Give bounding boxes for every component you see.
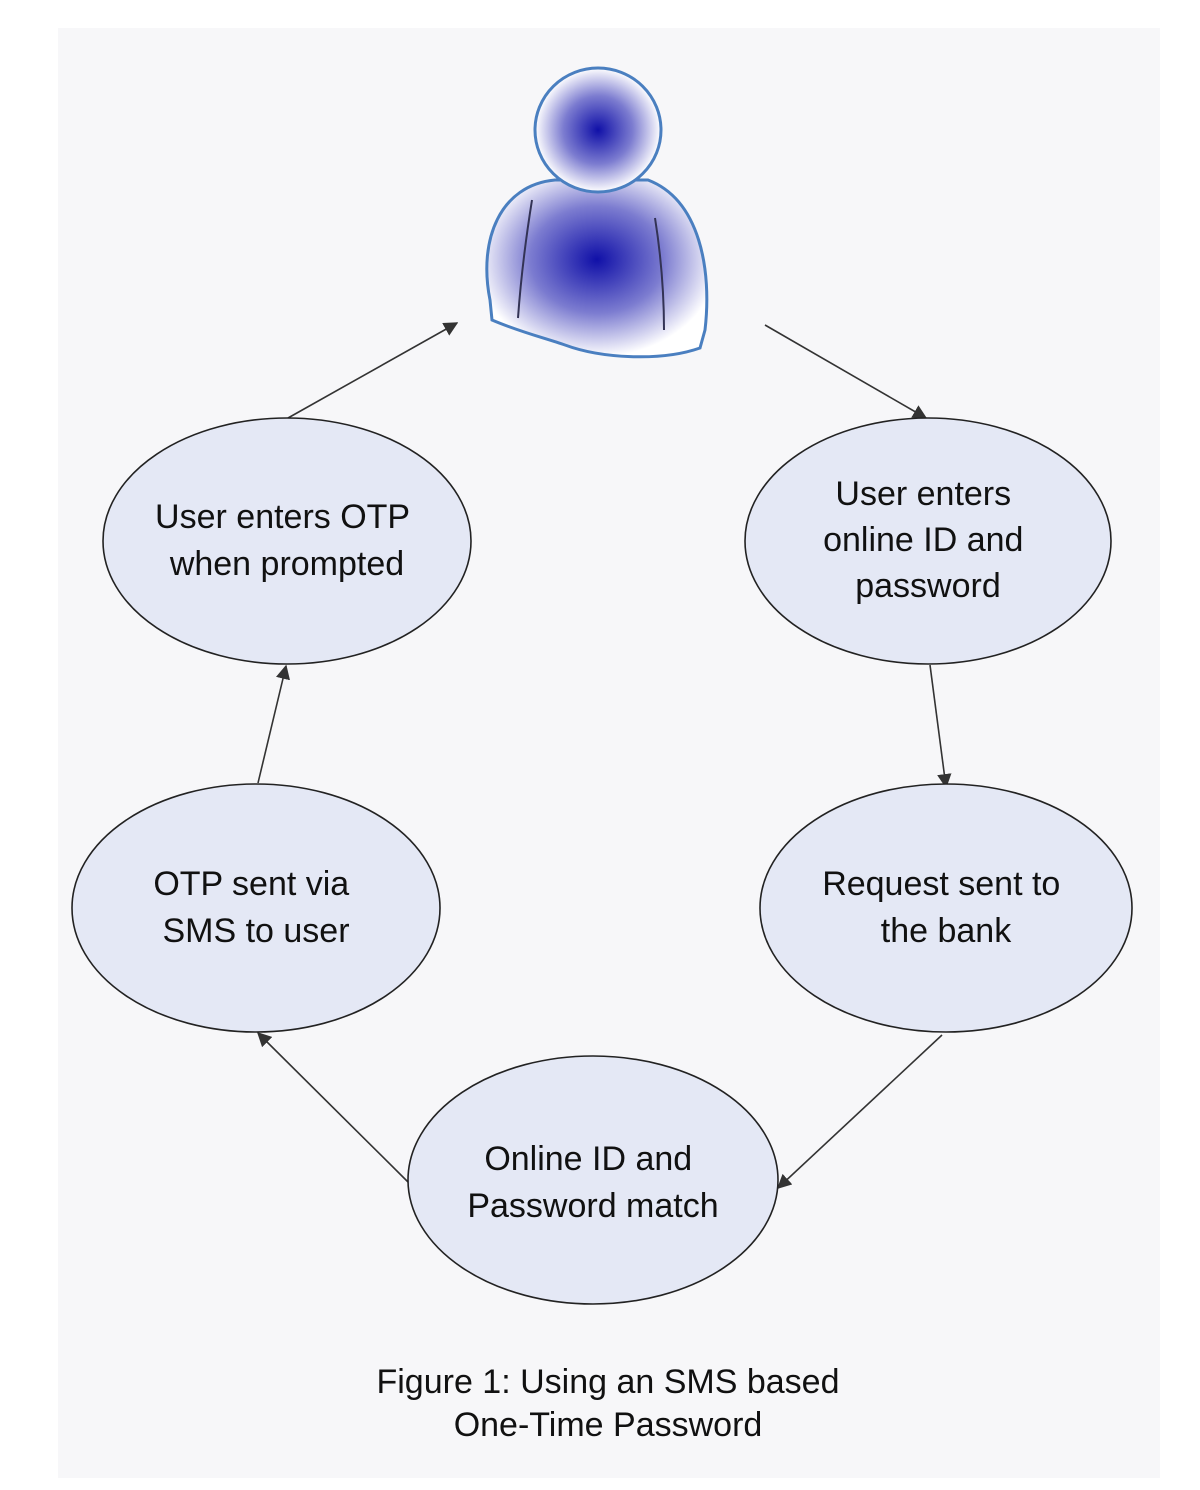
arrow-user-to-login <box>764 324 928 419</box>
node-enter-otp-line-1: User enters OTP <box>155 498 409 536</box>
node-enter-otp: User enters OTP when prompted <box>102 417 472 665</box>
node-otp-sms: OTP sent via SMS to user <box>71 783 441 1033</box>
caption-line-1: Figure 1: Using an SMS based <box>376 1363 839 1401</box>
arrow-match-to-otp-sms <box>256 1031 409 1183</box>
node-request-bank: Request sent to the bank <box>759 783 1133 1033</box>
node-id-match-line-1: Online ID and <box>484 1140 692 1178</box>
user-body <box>485 178 709 359</box>
node-user-login-shape <box>744 417 1112 665</box>
node-user-login-line-2: online ID and <box>823 521 1023 559</box>
flow-arrows <box>256 322 952 1189</box>
node-id-match-shape <box>407 1055 779 1305</box>
arrow-otp-sms-to-enter-otp <box>257 664 290 784</box>
node-enter-otp-shape <box>102 417 472 665</box>
user-head <box>533 66 663 194</box>
user-arm-left <box>517 199 533 319</box>
arrow-request-to-match <box>776 1034 943 1189</box>
node-id-match: Online ID and Password match <box>407 1055 779 1305</box>
user-arm-right <box>654 217 665 331</box>
node-user-login: User enters online ID and password <box>744 417 1112 665</box>
user-icon <box>485 66 709 359</box>
arrow-enter-otp-to-user <box>287 322 459 419</box>
svg-text:User enters OTP when p: User enters OTP when prompted <box>155 498 419 583</box>
svg-text:User enters online ID: User enters online ID and password <box>823 475 1033 605</box>
node-request-bank-line-1: Request sent to <box>822 865 1060 903</box>
svg-text:OTP sent via SMS to us: OTP sent via SMS to user <box>153 865 358 950</box>
caption-line-2: One-Time Password <box>454 1406 763 1444</box>
node-request-bank-line-2: the bank <box>881 912 1012 950</box>
arrow-login-to-request <box>929 664 952 789</box>
node-otp-sms-line-2: SMS to user <box>162 912 349 950</box>
node-enter-otp-line-2: when prompted <box>169 545 404 583</box>
node-user-login-line-1: User enters <box>835 475 1011 513</box>
node-otp-sms-line-1: OTP sent via <box>153 865 349 903</box>
node-user-login-line-3: password <box>855 567 1001 605</box>
figure-caption: Figure 1: Using an SMS based One-Time Pa… <box>376 1363 839 1444</box>
node-otp-sms-shape <box>71 783 441 1033</box>
svg-text:Request sent to the ba: Request sent to the bank <box>822 865 1070 950</box>
svg-text:Online ID and Password: Online ID and Password match <box>467 1140 718 1225</box>
node-request-bank-shape <box>759 783 1133 1033</box>
node-id-match-line-2: Password match <box>467 1187 718 1225</box>
